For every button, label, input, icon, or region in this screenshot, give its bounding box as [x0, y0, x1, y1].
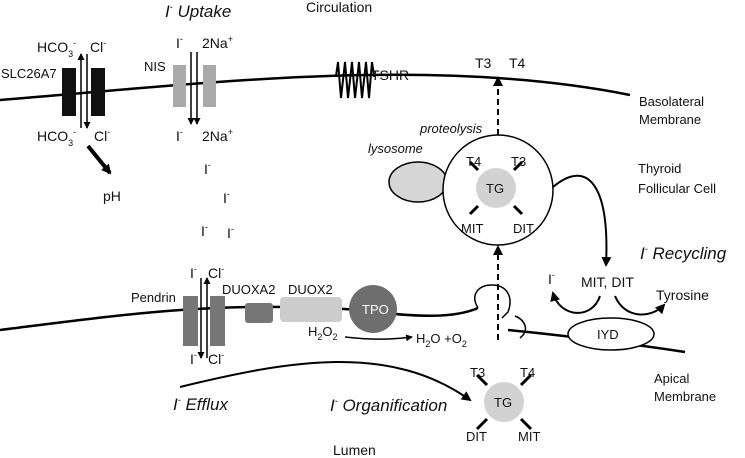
vesicle-t3-label: T3: [511, 154, 526, 169]
iodide-free-2: I-: [223, 189, 230, 206]
tpo-label: TPO: [362, 302, 389, 317]
lysosome: [388, 161, 448, 203]
two-na-bottom: 2Na+: [202, 127, 233, 144]
i-uptake-label: I- Uptake: [165, 2, 231, 21]
vesicle-tg-spoke-tr: [512, 160, 524, 172]
iyd-label: IYD: [597, 327, 619, 342]
vesicle-tg-label: TG: [486, 181, 504, 196]
lumen-mit-label: MIT: [518, 429, 540, 444]
basolateral-label-2: Membrane: [639, 112, 701, 127]
apical-label-2: Membrane: [654, 389, 716, 404]
vesicle-t4-label: T4: [466, 154, 481, 169]
vesicle-tg-circle: [476, 168, 516, 208]
i-efflux-label: I- Efflux: [173, 395, 228, 414]
thyroid-label-1: Thyroid: [638, 161, 681, 176]
iodide-pendrin-top: I-: [190, 264, 197, 281]
lysosome-label: lysosome: [368, 141, 423, 156]
duoxa2-label: DUOXA2: [222, 282, 275, 297]
i-organification-label: I- Organification: [330, 396, 447, 415]
vesicle-tg-spoke-tl: [468, 160, 480, 172]
thyroid-label-2: Follicular Cell: [638, 181, 716, 196]
vesicle-tg-spoke-bl: [468, 204, 480, 216]
nis-channel-right: [203, 65, 216, 107]
circulation-label: Circulation: [306, 0, 372, 15]
vesicle-mit-label: MIT: [461, 221, 483, 236]
cl-pendrin-top: Cl-: [208, 264, 224, 281]
iyd-arrow-tyrosine: [614, 295, 666, 316]
cl-bottom-label: Cl-: [94, 127, 110, 144]
pendrin-channel-right: [210, 296, 225, 346]
tshr-label: TSHR: [371, 67, 409, 83]
iodide-free-3: I-: [201, 222, 208, 239]
i-recycling-label: I- Recycling: [640, 244, 727, 263]
nis-label: NIS: [144, 59, 166, 74]
vesicle-tg-spoke-br: [512, 204, 524, 216]
lumen-tg-circle: [484, 382, 524, 422]
lumen-t4-label: T4: [520, 365, 535, 380]
iyd-arrow-iodide: [550, 291, 601, 314]
t4-released: T4: [509, 55, 526, 71]
tpo-enzyme: [349, 285, 397, 333]
t3-released: T3: [475, 55, 492, 71]
pendrin-label: Pendrin: [131, 290, 176, 305]
lumen-tg-spoke-bl: [475, 417, 489, 431]
h2o2-label: H2O2: [308, 324, 338, 342]
peroxide-arrow: [344, 334, 413, 342]
iyd-enzyme: [567, 317, 655, 351]
iodide-pendrin-bottom: I-: [190, 350, 197, 367]
cl-pendrin-bottom: Cl-: [208, 350, 224, 367]
ph-label: pH: [103, 188, 121, 204]
proteolysis-label: proteolysis: [419, 121, 483, 136]
lumen-tg-spoke-tr: [519, 373, 533, 387]
vesicle-invagination: [474, 284, 511, 319]
organification-arrow: [179, 361, 472, 402]
duoxa2-box: [245, 303, 273, 323]
apical-label-1: Apical: [654, 371, 690, 386]
lumen-tg-spoke-br: [519, 417, 533, 431]
hco3-bottom-label: HCO3-: [37, 127, 76, 148]
iodide-free-1: I-: [204, 160, 211, 177]
tshr-receptor: [322, 61, 376, 99]
h2o-o2-label: H2O +O2: [416, 331, 467, 349]
lumen-t3-label: T3: [470, 365, 485, 380]
slc26a7-label: SLC26A7: [1, 66, 57, 81]
mit-dit-label: MIT, DIT: [581, 274, 634, 290]
lumen-tg-spoke-tl: [475, 373, 489, 387]
slc26a7-channel-right: [91, 68, 105, 116]
basolateral-label-1: Basolateral: [639, 94, 704, 109]
two-na-top: 2Na+: [202, 34, 233, 51]
slc26a7-channel-left: [62, 68, 76, 116]
lumen-tg-label: TG: [494, 395, 512, 410]
lumen-dit-label: DIT: [466, 429, 487, 444]
iodide-recycled: I-: [548, 270, 555, 287]
vesicle-hook: [514, 315, 527, 339]
tyrosine-label: Tyrosine: [656, 287, 709, 303]
duox2-box: [280, 297, 342, 322]
recycling-arrow: [552, 174, 612, 267]
hco3-top-label: HCO3-: [37, 38, 76, 59]
duox2-label: DUOX2: [288, 282, 333, 297]
vesicle-dit-label: DIT: [513, 221, 534, 236]
iodide-bottom-nis: I-: [176, 127, 183, 144]
iodide-free-4: I-: [227, 224, 234, 241]
ph-arrow: [86, 144, 112, 175]
nis-channel-left: [173, 65, 186, 107]
lumen-label: Lumen: [333, 442, 376, 458]
iodide-top-nis: I-: [176, 34, 183, 51]
pendrin-channel-left: [183, 296, 198, 346]
cl-top-label: Cl-: [90, 38, 106, 55]
